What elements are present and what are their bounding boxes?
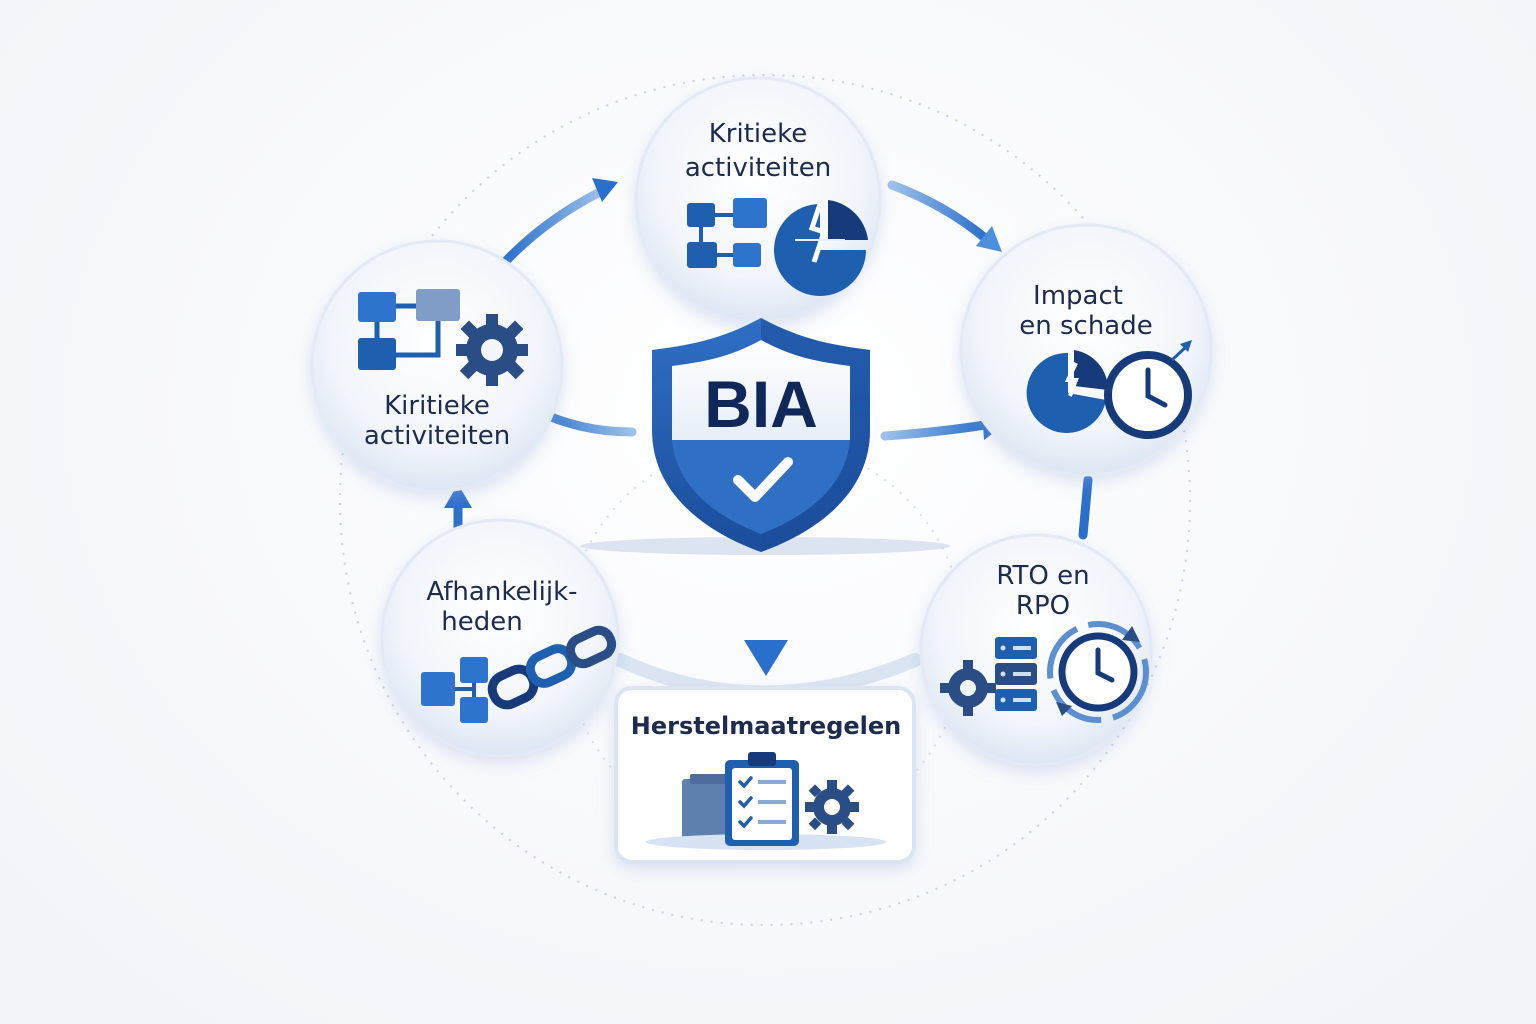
node-right-label-line2: en schade bbox=[1019, 311, 1153, 341]
folder-icon bbox=[682, 774, 730, 839]
node-bottom-label: Herstelmaatregelen bbox=[631, 712, 902, 740]
node-top-label-line1: Kritieke bbox=[709, 119, 808, 149]
chain-link-icon bbox=[487, 625, 617, 710]
server-stack-icon bbox=[995, 637, 1037, 711]
process-flow-icon bbox=[687, 198, 767, 268]
gear-icon bbox=[805, 780, 859, 834]
node-top-label-line2: activiteiten bbox=[685, 153, 831, 183]
gear-icon bbox=[940, 660, 996, 716]
node-bottom-left-label-line1: Afhankelijk- bbox=[426, 577, 577, 607]
node-impact-damage[interactable] bbox=[959, 223, 1213, 477]
node-left-label-line2: activiteiten bbox=[364, 421, 510, 451]
node-critical-activities-left[interactable] bbox=[310, 239, 564, 493]
clock-icon bbox=[1047, 621, 1149, 723]
clipboard-checklist-icon bbox=[646, 752, 886, 850]
process-flow-icon bbox=[421, 657, 488, 723]
broken-pie-chart-icon bbox=[774, 200, 868, 296]
node-right-label-line1: Impact bbox=[1033, 281, 1123, 311]
clock-icon bbox=[1104, 340, 1192, 439]
pie-chart-lightning-icon bbox=[1026, 350, 1109, 433]
node-bottom-right-label-line1: RTO en bbox=[996, 561, 1089, 591]
node-bottom-right-label-line2: RPO bbox=[1016, 591, 1070, 621]
gear-icon bbox=[456, 314, 528, 386]
node-bottom-left-label-line2: heden bbox=[441, 607, 522, 637]
center-bia-label: BIA bbox=[704, 367, 818, 441]
node-left-label-line1: Kiritieke bbox=[384, 391, 490, 421]
process-flow-icon bbox=[358, 289, 460, 370]
shield-check-icon bbox=[652, 318, 870, 552]
